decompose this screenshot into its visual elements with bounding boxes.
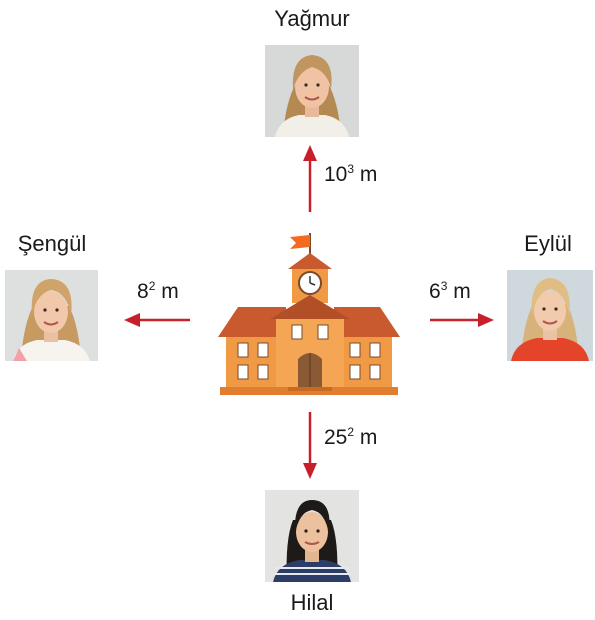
person-name-right: Eylül xyxy=(524,231,572,256)
person-photo-bottom xyxy=(265,490,359,582)
distance-base: 25 xyxy=(324,426,348,449)
arrow-up xyxy=(301,145,319,212)
person-name-top: Yağmur xyxy=(274,6,350,31)
distance-base: 8 xyxy=(137,280,149,303)
person-name-bottom: Hilal xyxy=(290,590,334,615)
distance-exponent: 3 xyxy=(347,162,355,176)
person-photo-left xyxy=(5,270,98,361)
distance-label-right: 63 m xyxy=(429,280,471,304)
distance-unit: m xyxy=(161,280,179,303)
person-name-left: Şengül xyxy=(17,231,87,256)
distance-exponent: 2 xyxy=(148,279,156,293)
distance-unit: m xyxy=(359,426,378,449)
distance-exponent: 2 xyxy=(347,425,355,439)
person-photo-top xyxy=(265,45,359,137)
distance-base: 6 xyxy=(429,280,441,303)
arrow-right xyxy=(430,311,494,329)
distance-label-top: 103 m xyxy=(324,163,377,187)
distance-base: 10 xyxy=(324,163,348,186)
arrow-left xyxy=(124,311,190,329)
distance-label-bottom: 252 m xyxy=(324,426,377,450)
distance-label-left: 82 m xyxy=(137,280,179,304)
person-photo-right xyxy=(507,270,593,361)
arrow-down xyxy=(301,412,319,479)
school-icon xyxy=(216,231,402,397)
distance-unit: m xyxy=(359,163,378,186)
distance-exponent: 3 xyxy=(440,279,448,293)
distance-unit: m xyxy=(453,280,471,303)
